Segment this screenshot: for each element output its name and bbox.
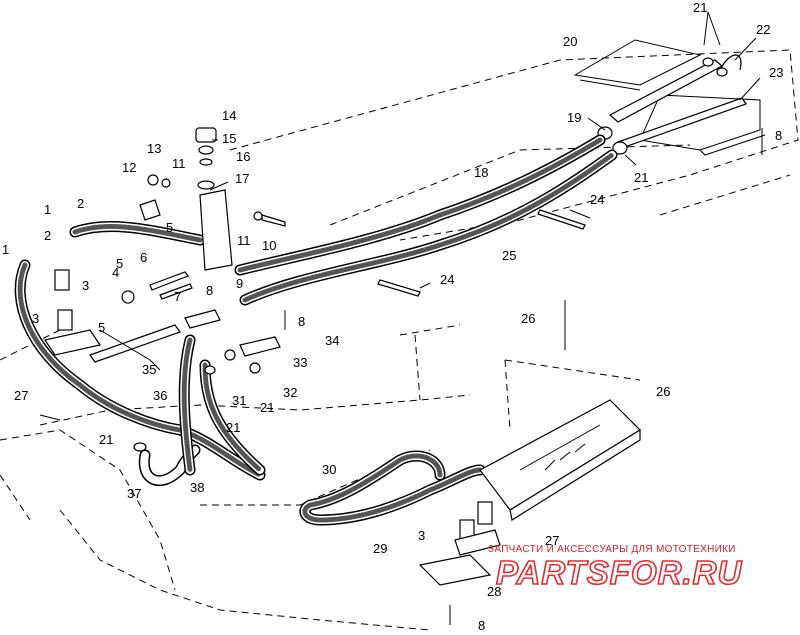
- watermark-logo: PARTSFOR.RU: [496, 554, 742, 591]
- callout-labels: 1 1 2 2 3 3 3 4 5 5 5 6 7 8 8 8 8 9 10 1…: [2, 0, 783, 633]
- callout-34: 34: [325, 333, 339, 348]
- callout-8a: 8: [206, 283, 213, 298]
- callout-21c: 21: [260, 400, 274, 415]
- callout-8d: 8: [478, 618, 485, 633]
- rear-cooler: [479, 399, 641, 521]
- callout-11a: 11: [172, 156, 186, 171]
- callout-20: 20: [563, 34, 577, 49]
- callout-30: 30: [322, 462, 336, 477]
- reservoir: [195, 127, 233, 271]
- callout-33: 33: [293, 355, 307, 370]
- callout-27b: 27: [545, 533, 559, 548]
- callout-1a: 1: [44, 202, 51, 217]
- callout-35: 35: [142, 362, 156, 377]
- callout-37: 37: [127, 486, 141, 501]
- callout-9: 9: [236, 276, 243, 291]
- hose-27-left: [14, 259, 266, 481]
- callout-7: 7: [174, 289, 181, 304]
- callout-16: 16: [236, 149, 250, 164]
- callout-3b: 3: [32, 311, 39, 326]
- callout-4: 4: [112, 265, 119, 280]
- callout-3c: 3: [418, 528, 425, 543]
- callout-3a: 3: [82, 278, 89, 293]
- callout-29: 29: [373, 541, 387, 556]
- callout-15: 15: [222, 131, 236, 146]
- callout-21a: 21: [693, 0, 707, 15]
- leader-lines: [39, 11, 763, 625]
- small-parts: [44, 174, 586, 586]
- watermark: ЗАПЧАСТИ И АКСЕССУАРЫ ДЛЯ МОТОТЕХНИКИ PA…: [488, 544, 742, 592]
- callout-5c: 5: [98, 320, 105, 335]
- callout-19: 19: [567, 110, 581, 125]
- hose-30: [299, 450, 486, 526]
- callout-8b: 8: [298, 314, 305, 329]
- cooler-tubes: [597, 54, 747, 155]
- callout-14: 14: [222, 108, 236, 123]
- callout-18: 18: [474, 165, 488, 180]
- callout-22: 22: [756, 22, 770, 37]
- callout-31: 31: [232, 393, 246, 408]
- chassis-outline: [0, 49, 799, 631]
- callout-27a: 27: [14, 388, 28, 403]
- callout-1b: 1: [2, 242, 9, 257]
- callout-38: 38: [190, 480, 204, 495]
- hose-25: [239, 149, 618, 306]
- callout-8c: 8: [775, 128, 782, 143]
- hose-38: [178, 334, 266, 476]
- callout-21d: 21: [226, 420, 240, 435]
- callout-32: 32: [283, 385, 297, 400]
- hose-2: [69, 221, 206, 246]
- callout-2b: 2: [44, 228, 51, 243]
- callout-11b: 11: [237, 233, 251, 248]
- callout-17: 17: [235, 171, 249, 186]
- callout-21b: 21: [634, 170, 648, 185]
- callout-5b: 5: [116, 256, 123, 271]
- callout-23: 23: [769, 65, 783, 80]
- callout-24a: 24: [590, 192, 604, 207]
- callout-28: 28: [487, 584, 501, 599]
- watermark-subtitle: ЗАПЧАСТИ И АКСЕССУАРЫ ДЛЯ МОТОТЕХНИКИ: [488, 544, 736, 555]
- callout-24b: 24: [440, 272, 454, 287]
- callout-12: 12: [122, 160, 136, 175]
- callout-2a: 2: [77, 196, 84, 211]
- callout-26a: 26: [521, 311, 535, 326]
- callout-6: 6: [140, 250, 147, 265]
- hose-18: [234, 134, 606, 276]
- callout-5a: 5: [166, 220, 173, 235]
- callout-21e: 21: [99, 432, 113, 447]
- callout-13: 13: [147, 141, 161, 156]
- callout-25: 25: [502, 248, 516, 263]
- callout-26b: 26: [656, 384, 670, 399]
- callout-36: 36: [153, 388, 167, 403]
- callout-10: 10: [262, 238, 276, 253]
